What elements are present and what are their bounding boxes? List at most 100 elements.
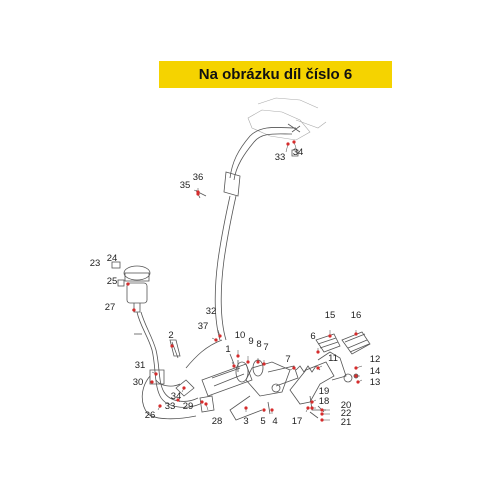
callout-dot <box>316 366 320 370</box>
callout-dot <box>310 406 314 410</box>
callout-label: 33 <box>275 152 286 163</box>
callout-label: 8 <box>256 339 261 350</box>
callout-21: 21 <box>320 417 351 428</box>
callout-dot <box>320 412 324 416</box>
callout-dot <box>292 140 296 144</box>
callout-label: 10 <box>235 330 246 341</box>
callout-34: 34 <box>292 140 303 158</box>
callout-dot <box>232 364 236 368</box>
pedal-drawing <box>289 331 371 419</box>
callout-11: 11 <box>316 353 338 370</box>
callout-label: 26 <box>145 410 156 421</box>
master-cylinder-drawing <box>169 339 299 421</box>
callout-dot <box>182 386 186 390</box>
callout-label: 29 <box>183 401 194 412</box>
callout-label: 30 <box>133 377 144 388</box>
callout-label: 27 <box>105 302 116 313</box>
reservoir-drawing <box>111 261 151 313</box>
callout-25: 25 <box>107 276 130 287</box>
callout-23: 23 <box>90 258 101 269</box>
callout-label: 34 <box>293 147 304 158</box>
callout-label: 12 <box>370 354 381 365</box>
callout-6: 6 <box>310 331 320 354</box>
callout-8: 8 <box>256 339 262 364</box>
callout-5: 5 <box>260 408 266 427</box>
callout-label: 21 <box>341 417 352 428</box>
callout-24: 24 <box>107 253 118 264</box>
callout-dot <box>320 418 324 422</box>
callout-22: 22 <box>320 408 351 419</box>
callout-label: 7 <box>263 342 268 353</box>
callout-label: 34 <box>171 391 182 402</box>
callout-33: 33 <box>165 398 181 412</box>
callout-13: 13 <box>356 377 380 388</box>
callout-27: 27 <box>105 302 136 313</box>
callout-label: 11 <box>328 353 338 364</box>
callout-dot <box>320 408 324 412</box>
callout-20: 20 <box>320 400 351 412</box>
callout-14: 14 <box>354 366 380 378</box>
callout-9: 9 <box>246 336 254 364</box>
callout-label: 4 <box>272 416 277 427</box>
callout-dot <box>262 362 266 366</box>
callout-1: 1 <box>225 344 236 368</box>
callout-dot <box>218 334 222 338</box>
callout-dot <box>236 354 240 358</box>
callout-dot <box>244 406 248 410</box>
callout-label: 20 <box>341 400 352 411</box>
callout-label: 23 <box>90 258 101 269</box>
callout-dot <box>196 190 200 194</box>
callout-dot <box>270 408 274 412</box>
callout-4: 4 <box>270 408 278 427</box>
callout-37: 37 <box>198 321 218 342</box>
callout-dot <box>170 344 174 348</box>
callout-label: 32 <box>206 306 217 317</box>
callout-label: 18 <box>319 396 330 407</box>
banner-text: Na obrázku díl číslo 6 <box>198 66 353 83</box>
callout-dot <box>306 406 310 410</box>
callout-label: 1 <box>225 344 230 355</box>
callout-dot <box>158 404 162 408</box>
callout-dot <box>262 408 266 412</box>
callout-dot <box>132 308 136 312</box>
callout-dot <box>150 380 154 384</box>
callout-dot <box>256 360 260 364</box>
callout-dot <box>214 338 218 342</box>
callout-7: 7 <box>285 354 296 371</box>
callout-dot <box>310 400 314 404</box>
callout-29: 29 <box>183 400 204 412</box>
callout-label: 25 <box>107 276 118 287</box>
callout-dot <box>356 380 360 384</box>
callout-dot <box>200 400 204 404</box>
callout-label: 7 <box>285 354 290 365</box>
upper-hose <box>214 123 301 341</box>
callout-dot <box>154 372 158 376</box>
callout-label: 36 <box>193 172 204 183</box>
callout-dot <box>354 332 358 336</box>
callout-35: 35 <box>180 180 200 194</box>
callout-7: 7 <box>262 342 269 366</box>
callout-label: 35 <box>180 180 191 191</box>
callout-16: 16 <box>351 310 362 336</box>
callout-label: 31 <box>135 360 146 371</box>
callout-26: 26 <box>145 404 162 421</box>
callout-label: 16 <box>351 310 362 321</box>
callout-dot <box>286 142 290 146</box>
callout-label: 28 <box>212 416 223 427</box>
callout-dot <box>292 366 296 370</box>
callout-32: 32 <box>206 306 222 338</box>
callout-31: 31 <box>135 360 158 376</box>
callout-19: 19 <box>310 386 329 404</box>
callout-label: 6 <box>310 331 315 342</box>
callout-label: 24 <box>107 253 118 264</box>
callout-label: 14 <box>370 366 381 377</box>
callout-18: 18 <box>310 396 329 410</box>
callout-label: 22 <box>341 408 352 419</box>
callout-label: 2 <box>168 330 173 341</box>
callout-30: 30 <box>133 377 154 388</box>
callout-label: 19 <box>319 386 330 397</box>
callout-dot <box>354 374 358 378</box>
callout-12: 12 <box>354 354 380 370</box>
